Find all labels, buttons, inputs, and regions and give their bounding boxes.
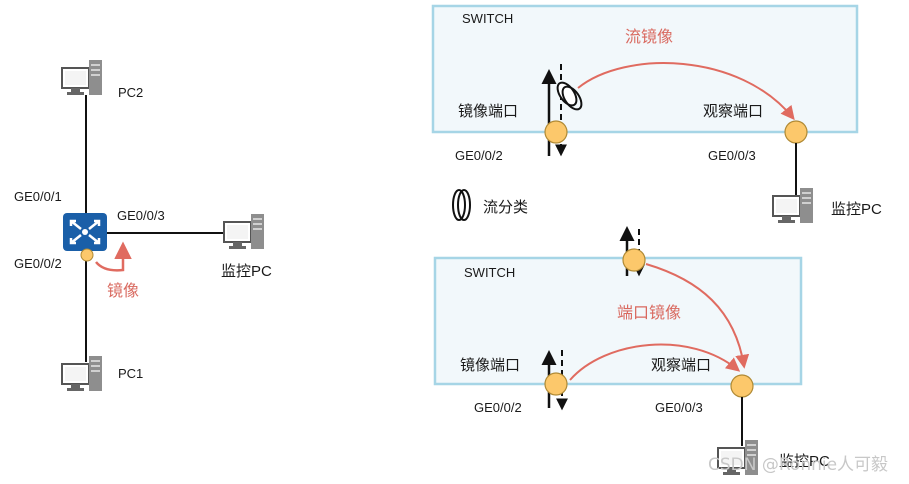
watermark: CSDN @Ronnie人可毅 bbox=[708, 455, 888, 475]
flow-mirror-arrow bbox=[577, 62, 795, 121]
observe-port-dot bbox=[784, 120, 808, 144]
pc2-label: PC2 bbox=[118, 85, 143, 100]
traffic-classifier-icon bbox=[452, 189, 471, 221]
port-mirror-arrow-bottom bbox=[569, 343, 741, 381]
observe-source-port-dot bbox=[622, 248, 646, 272]
top-switch-panel: SWITCH 流镜像 镜像端口 观察端口 GE0/0/2 GE0/0/3 监控P… bbox=[431, 4, 882, 224]
observe-port-label: 观察端口 bbox=[651, 356, 711, 374]
desktop-pc-icon bbox=[61, 355, 103, 392]
desktop-pc-icon bbox=[772, 187, 814, 224]
port-ge003-label: GE0/0/3 bbox=[708, 148, 756, 163]
flow-mirror-label: 流镜像 bbox=[625, 27, 673, 46]
desktop-pc-icon bbox=[61, 59, 103, 96]
pc1-label: PC1 bbox=[118, 366, 143, 381]
legend-label: 流分类 bbox=[483, 199, 528, 216]
switch-title: SWITCH bbox=[464, 265, 515, 280]
port-mirror-arrow-top bbox=[645, 263, 750, 369]
bottom-switch-panel: SWITCH 端口镜像 镜像端口 观察端口 GE0/0/2 GE0/0/3 监控… bbox=[433, 226, 830, 476]
switch-title: SWITCH bbox=[462, 11, 513, 26]
port-ge003-label: GE0/0/3 bbox=[117, 208, 165, 223]
monitor-pc-label: 监控PC bbox=[831, 201, 882, 218]
port-ge003-label: GE0/0/3 bbox=[655, 400, 703, 415]
monitor-pc-label: 监控PC bbox=[779, 453, 830, 470]
traffic-classifier-icon bbox=[556, 81, 583, 111]
port-ge002-label: GE0/0/2 bbox=[474, 400, 522, 415]
left-topology: PC2 PC1 监控PC GE0/0/1 GE0/0/3 GE0/0/2 镜像 bbox=[14, 59, 272, 392]
observe-port-label: 观察端口 bbox=[703, 102, 763, 120]
port-mirror-label: 端口镜像 bbox=[617, 303, 681, 322]
mirror-port-label: 镜像端口 bbox=[458, 102, 518, 120]
mirror-port-dot bbox=[544, 372, 568, 396]
desktop-pc-icon bbox=[223, 213, 265, 250]
mirror-port-dot bbox=[80, 248, 94, 262]
monitor-pc-label: 监控PC bbox=[221, 263, 272, 280]
switch-icon bbox=[63, 213, 107, 251]
mirror-port-dot bbox=[544, 120, 568, 144]
port-ge001-label: GE0/0/1 bbox=[14, 189, 62, 204]
port-ge002-label: GE0/0/2 bbox=[455, 148, 503, 163]
mirror-label: 镜像 bbox=[107, 281, 139, 300]
port-ge002-label: GE0/0/2 bbox=[14, 256, 62, 271]
mirror-port-label: 镜像端口 bbox=[460, 356, 520, 374]
observe-port-dot bbox=[730, 374, 754, 398]
mirror-arrow bbox=[95, 241, 132, 272]
legend: 流分类 bbox=[452, 189, 528, 221]
